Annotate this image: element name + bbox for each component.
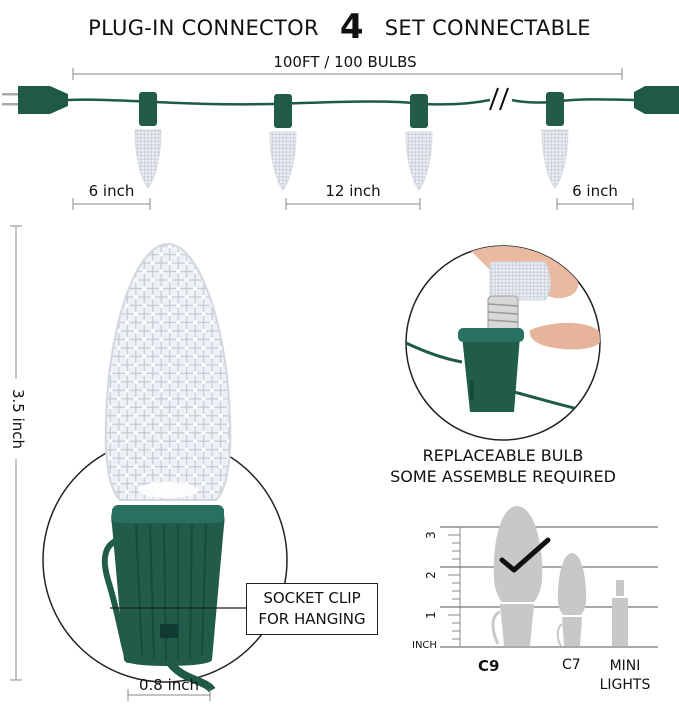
ruler-ticks	[448, 527, 461, 647]
male-plug-icon	[2, 86, 68, 114]
string-bulb-1	[134, 92, 162, 189]
unit-label: INCH	[412, 640, 437, 651]
string-bulb-2	[269, 94, 297, 191]
base-width-bracket	[127, 689, 211, 701]
bulb-spacing-label: 12 inch	[325, 182, 381, 200]
spacing-brackets	[72, 198, 634, 210]
height-label: 3.5 inch	[9, 379, 27, 459]
mini-label-line-2: LIGHTS	[599, 677, 651, 693]
total-length-bracket	[72, 68, 623, 80]
replaceable-bulb-photo	[405, 245, 601, 441]
size-compare-chart	[440, 506, 658, 648]
total-length-label: 100FT / 100 BULBS	[273, 53, 417, 71]
mini-silhouette	[612, 580, 628, 646]
tick-1: 1	[423, 611, 438, 619]
end-spacing-left-label: 6 inch	[88, 182, 135, 200]
end-spacing-right-label: 6 inch	[572, 182, 618, 200]
tick-3: 3	[423, 531, 438, 539]
title-left: PLUG-IN CONNECTOR	[88, 16, 319, 40]
large-bulb	[104, 242, 232, 501]
c7-silhouette	[556, 553, 587, 647]
string-bulbs	[134, 92, 569, 191]
replaceable-caption: REPLACEABLE BULB SOME ASSEMBLE REQUIRED	[378, 445, 628, 487]
c7-label: C7	[562, 657, 581, 673]
tick-2: 2	[423, 571, 438, 579]
callout-line-1: SOCKET CLIP	[263, 589, 361, 607]
break-mark	[489, 87, 509, 111]
string-bulb-3	[405, 94, 433, 191]
checkmark-icon	[499, 537, 551, 573]
title-right: SET CONNECTABLE	[384, 16, 591, 40]
replaceable-line-2: SOME ASSEMBLE REQUIRED	[390, 467, 616, 486]
mini-label-line-1: MINI	[609, 658, 641, 674]
replaceable-line-1: REPLACEABLE BULB	[422, 446, 584, 465]
c9-label: C9	[478, 657, 500, 675]
title-number: 4	[339, 7, 364, 47]
string-bulb-4	[541, 92, 569, 189]
c9-silhouette	[491, 506, 543, 646]
female-connector-icon	[634, 86, 679, 114]
socket-clip	[101, 537, 131, 663]
base-width-label: 0.8 inch	[138, 676, 200, 694]
socket-clip-callout: SOCKET CLIP FOR HANGING	[246, 583, 378, 635]
callout-line-2: FOR HANGING	[258, 610, 366, 628]
mini-label: MINI LIGHTS	[590, 657, 660, 695]
large-socket	[101, 505, 225, 693]
page-title: PLUG-IN CONNECTOR 4 SET CONNECTABLE	[0, 4, 679, 47]
